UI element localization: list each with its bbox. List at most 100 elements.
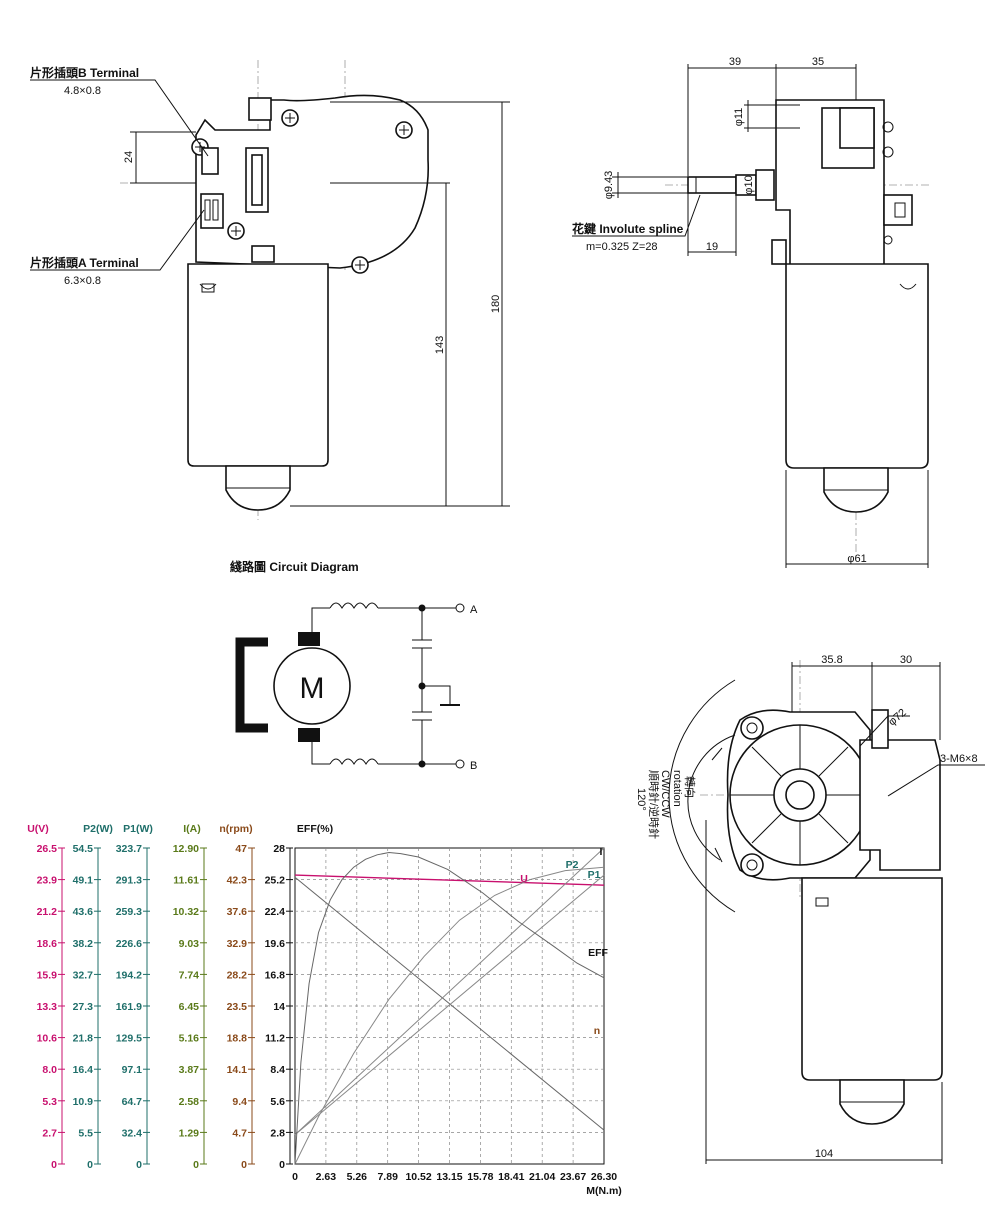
y-tick-label: 11.61	[173, 875, 199, 887]
x-tick-label: 0	[292, 1171, 298, 1183]
dim-39: 39	[729, 56, 741, 68]
x-tick-label: 13.15	[436, 1171, 462, 1183]
y-tick-label: 161.9	[116, 1001, 142, 1013]
dim-61: φ61	[847, 553, 866, 565]
y-tick-label: 47	[235, 843, 247, 855]
motor-symbol	[273, 647, 351, 725]
x-tick-label: 21.04	[529, 1171, 555, 1183]
y-tick-label: 64.7	[122, 1096, 143, 1108]
y-tick-label: 43.6	[73, 906, 94, 918]
series-label-n: n	[594, 1025, 600, 1037]
dim-35: 35	[812, 56, 824, 68]
series-line-p2	[294, 866, 605, 1165]
y-tick-label: 0	[279, 1159, 285, 1171]
x-tick-label: 18.41	[498, 1171, 524, 1183]
x-tick-label: 5.26	[347, 1171, 368, 1183]
y-tick-label: 6.45	[179, 1001, 200, 1013]
y-tick-label: 9.4	[232, 1096, 247, 1108]
side-view: 39 35 φ11 φ9.43 φ10 19 花鍵 Involute splin…	[572, 56, 930, 568]
screw-icon	[351, 256, 369, 274]
chart-series	[294, 847, 605, 1165]
y-tick-label: 25.2	[265, 875, 286, 887]
series-label-eff: EFF	[588, 947, 608, 959]
y-tick-label: 42.3	[227, 875, 248, 887]
dim-943: φ9.43	[603, 171, 615, 200]
series-line-eff	[294, 851, 605, 1165]
y-tick-label: 49.1	[73, 875, 94, 887]
x-tick-label: 2.63	[316, 1171, 337, 1183]
y-tick-label: 21.8	[73, 1033, 94, 1045]
y-tick-label: 0	[241, 1159, 247, 1171]
y-tick-label: 97.1	[122, 1064, 143, 1076]
y-tick-label: 5.5	[78, 1127, 93, 1139]
y-tick-label: 14	[273, 1001, 285, 1013]
dim-72: φ72	[886, 707, 909, 729]
performance-chart: U(V)26.523.921.218.615.913.310.68.05.32.…	[27, 823, 622, 1197]
y-axis-title: P1(W)	[123, 823, 153, 835]
x-tick-label: 10.52	[405, 1171, 431, 1183]
dim-19: 19	[706, 241, 718, 253]
y-tick-label: 0	[136, 1159, 142, 1171]
y-tick-label: 26.5	[37, 843, 58, 855]
y-tick-label: 14.1	[227, 1064, 248, 1076]
y-tick-label: 7.74	[179, 969, 200, 981]
x-tick-label: 23.67	[560, 1171, 586, 1183]
y-tick-label: 32.7	[73, 969, 94, 981]
y-tick-label: 32.4	[122, 1127, 143, 1139]
y-tick-label: 18.8	[227, 1033, 248, 1045]
y-tick-label: 4.7	[232, 1127, 247, 1139]
y-tick-label: 1.29	[179, 1127, 200, 1139]
y-tick-label: 22.4	[265, 906, 286, 918]
y-axis-title: P2(W)	[83, 823, 113, 835]
y-tick-label: 259.3	[116, 906, 142, 918]
y-tick-label: 18.6	[37, 938, 58, 950]
y-tick-label: 0	[87, 1159, 93, 1171]
series-label-p1: P1	[588, 869, 601, 881]
y-tick-label: 23.5	[227, 1001, 248, 1013]
y-tick-label: 3.87	[179, 1064, 200, 1076]
flange-view: 35.8 30 φ72 3-M6×8 順時針/逆時針 CW/CCW rotati…	[635, 654, 985, 1164]
y-tick-label: 226.6	[116, 938, 142, 950]
y-tick-label: 2.58	[179, 1096, 200, 1108]
angle-120: 120°	[635, 788, 647, 811]
terminal-b-size: 4.8×0.8	[64, 85, 101, 97]
terminal-b: B	[470, 760, 477, 772]
y-tick-label: 28	[273, 843, 285, 855]
terminal-b-label: 片形插頭B Terminal	[30, 65, 139, 80]
dim-104: 104	[815, 1148, 833, 1160]
y-tick-label: 323.7	[116, 843, 142, 855]
y-tick-label: 5.6	[270, 1096, 285, 1108]
series-line-p1	[294, 874, 605, 1136]
y-tick-label: 28.2	[227, 969, 248, 981]
series-line-u	[294, 874, 605, 886]
chart-grid	[294, 847, 605, 1165]
screw-icon	[395, 121, 413, 139]
spline-label: 花鍵 Involute spline	[572, 221, 684, 236]
spline-spec: m=0.325 Z=28	[586, 241, 658, 253]
y-tick-label: 37.6	[227, 906, 248, 918]
y-tick-label: 10.32	[173, 906, 199, 918]
screw-icon	[281, 109, 299, 127]
y-tick-label: 27.3	[73, 1001, 94, 1013]
y-tick-label: 32.9	[227, 938, 248, 950]
series-label-i: I	[600, 846, 603, 858]
rotation-cn2: 轉向	[683, 776, 697, 798]
y-tick-label: 291.3	[116, 875, 142, 887]
y-tick-label: 15.9	[37, 969, 58, 981]
circuit-title: 綫路圖 Circuit Diagram	[230, 559, 359, 574]
y-tick-label: 10.9	[73, 1096, 94, 1108]
y-tick-label: 8.4	[270, 1064, 285, 1076]
y-tick-label: 9.03	[179, 938, 200, 950]
circuit-diagram: 綫路圖 Circuit Diagram M A B	[230, 559, 478, 772]
y-axis-title: EFF(%)	[297, 823, 333, 835]
y-axis-title: U(V)	[27, 823, 49, 835]
y-tick-label: 0	[51, 1159, 57, 1171]
y-tick-label: 11.2	[265, 1033, 285, 1045]
dim-180: 180	[490, 295, 502, 313]
y-tick-label: 16.4	[73, 1064, 94, 1076]
y-tick-label: 54.5	[73, 843, 94, 855]
y-tick-label: 10.6	[37, 1033, 58, 1045]
series-line-n	[294, 876, 605, 1131]
x-tick-label: 7.89	[377, 1171, 398, 1183]
